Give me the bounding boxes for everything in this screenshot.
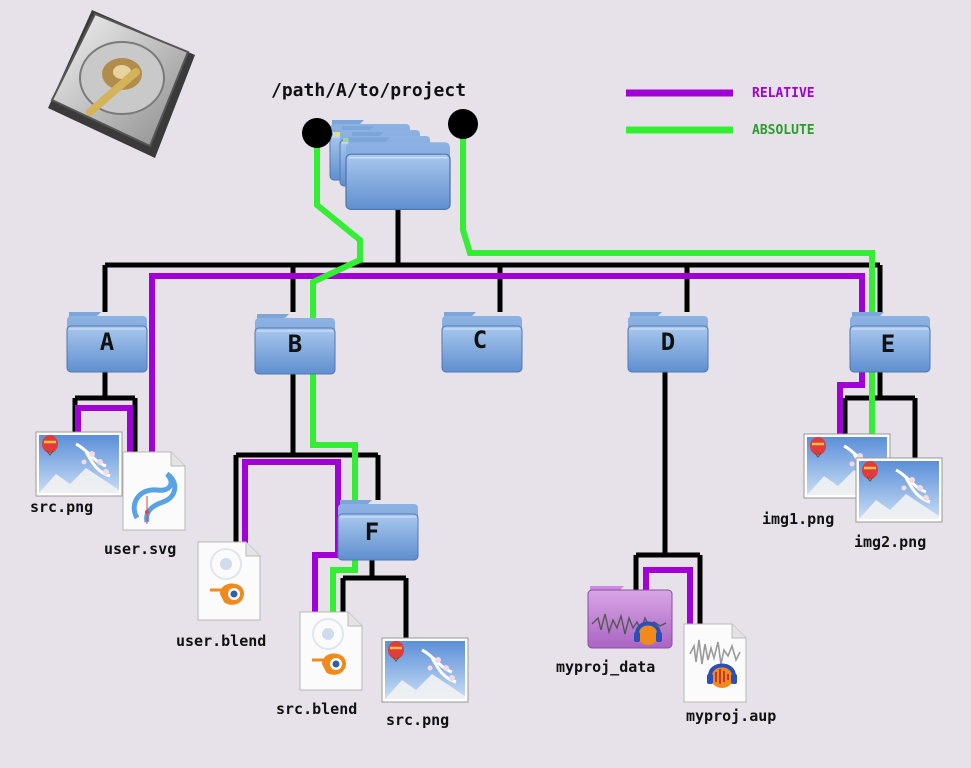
- folder-d[interactable]: D: [627, 311, 709, 373]
- file-a-user-svg[interactable]: [123, 452, 185, 530]
- root-project-folder[interactable]: [329, 119, 451, 211]
- folder-f[interactable]: F: [337, 499, 419, 561]
- file-d-myproj-data[interactable]: [587, 586, 673, 649]
- file-label: src.png: [386, 711, 450, 729]
- file-label: src.png: [30, 498, 94, 516]
- file-label: myproj_data: [556, 658, 656, 676]
- file-label: img2.png: [854, 533, 927, 551]
- root-path-label: /path/A/to/project: [271, 80, 467, 101]
- file-label: myproj.aup: [686, 707, 777, 725]
- folder-b[interactable]: B: [254, 313, 336, 375]
- file-label: src.blend: [276, 700, 358, 718]
- tree-lines: [72, 208, 918, 640]
- absolute-anchor-dot: [448, 109, 478, 139]
- file-b-user-blend[interactable]: [198, 542, 260, 620]
- file-label: user.svg: [104, 540, 177, 558]
- file-f-src-blend[interactable]: [300, 612, 362, 690]
- folder-c[interactable]: C: [441, 311, 523, 373]
- folder-a[interactable]: A: [66, 311, 148, 373]
- folder-e[interactable]: E: [849, 311, 931, 373]
- absolute-anchor-dot: [302, 118, 332, 148]
- file-label: user.blend: [176, 632, 267, 650]
- folder-a-label: A: [100, 328, 115, 356]
- hard-drive-icon: [48, 10, 195, 158]
- folder-d-label: D: [661, 328, 675, 356]
- file-e-img2-png[interactable]: [854, 456, 944, 524]
- folder-c-label: C: [473, 326, 487, 354]
- file-a-src-png[interactable]: [34, 430, 124, 498]
- file-f-src-png[interactable]: [380, 636, 470, 704]
- file-label: img1.png: [762, 510, 835, 528]
- folder-f-label: F: [365, 518, 379, 546]
- legend-absolute-label: ABSOLUTE: [752, 123, 815, 138]
- folder-e-label: E: [881, 330, 895, 358]
- file-d-myproj-aup[interactable]: [684, 624, 746, 702]
- legend-relative-label: RELATIVE: [752, 86, 815, 101]
- folder-b-label: B: [288, 330, 302, 358]
